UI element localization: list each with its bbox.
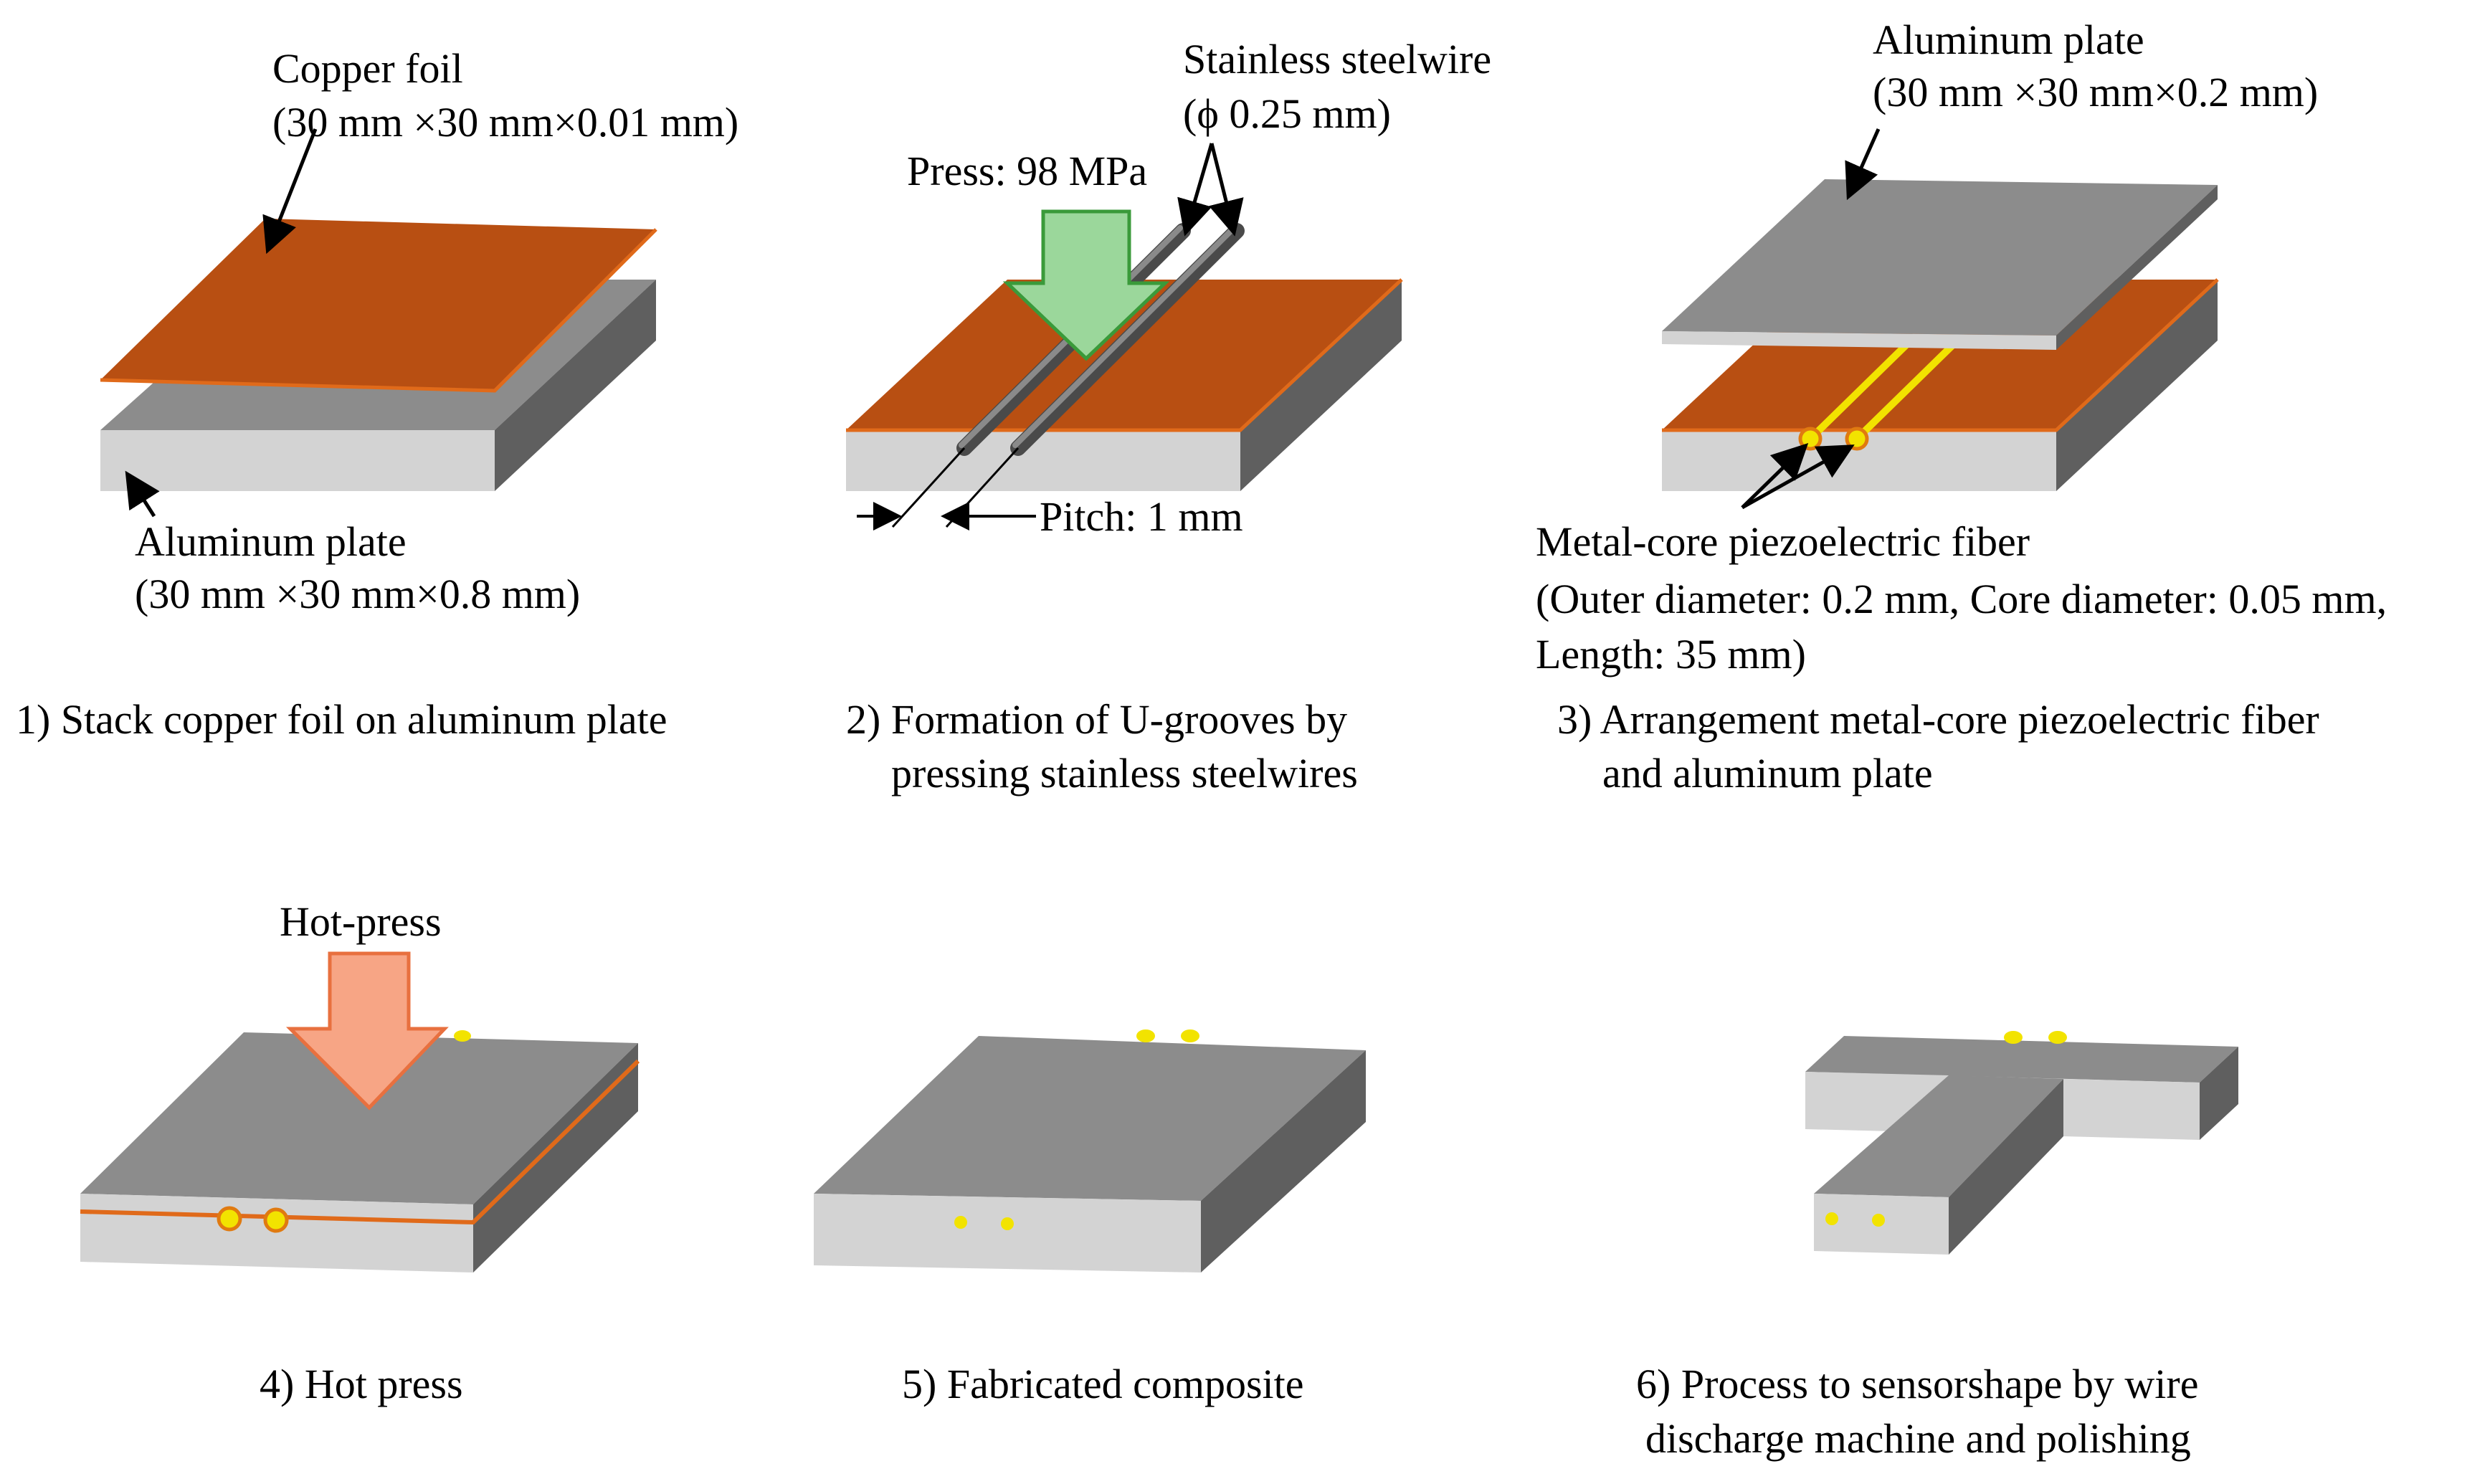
step1-alu-dims: (30 mm ×30 mm×0.8 mm): [135, 571, 580, 617]
step6-caption-line2: discharge machine and polishing: [1645, 1415, 2191, 1462]
step4-fiber-end-2: [263, 1207, 289, 1233]
step1-copper-arrow: [262, 128, 318, 255]
step1-copper-dims: (30 mm ×30 mm×0.01 mm): [272, 99, 738, 146]
step3-fiber-label: Metal-core piezoelectric fiber: [1536, 518, 2030, 565]
step3-fiber-arrow-1: [1741, 443, 1809, 509]
step2-wire-dims: (ϕ 0.25 mm): [1183, 90, 1391, 137]
step6-panel: 6) Process to sensorshape by wire discha…: [1636, 1031, 2238, 1462]
step3-bottom-plate: [1662, 280, 2218, 491]
step5-composite-block: [814, 1036, 1366, 1273]
step3-top-aluminum-plate: [1662, 179, 2218, 350]
step3-caption-line1: 3) Arrangement metal-core piezoelectric …: [1557, 696, 2319, 743]
step5-fiber-end-2: [1001, 1217, 1014, 1230]
step1-copper-foil: [100, 219, 657, 393]
step1-panel: Copper foil (30 mm ×30 mm×0.01 mm) Alumi…: [16, 45, 738, 743]
step6-fiber-top-2: [2048, 1031, 2067, 1044]
step4-hotpress-arrow: [285, 951, 449, 1110]
step2-wire-arrow-1: [1177, 143, 1214, 237]
step2-press-label: Press: 98 MPa: [907, 148, 1147, 194]
step2-press-arrow: [1002, 209, 1170, 361]
step6-fiber-top-1: [2004, 1031, 2023, 1044]
step2-pitch-leader-1: [891, 447, 966, 528]
step4-panel: Hot-press 4) Hot press: [80, 898, 640, 1407]
step3-panel: Aluminum plate (30 mm ×30 mm×0.2 mm) Met…: [1536, 16, 2387, 796]
step1-alu-label: Aluminum plate: [135, 518, 407, 565]
step1-copper-label: Copper foil: [272, 45, 463, 92]
step2-panel: Stainless steelwire (ϕ 0.25 mm) Press: 9…: [846, 36, 1491, 796]
step3-alu-dims: (30 mm ×30 mm×0.2 mm): [1873, 69, 2318, 115]
step2-pitch-label: Pitch: 1 mm: [1040, 493, 1243, 540]
step6-sensor-shape: [1805, 1036, 2238, 1255]
step5-fiber-top-1: [1136, 1029, 1155, 1042]
step1-alu-arrow: [125, 470, 160, 518]
step3-fiber-end-1: [1798, 427, 1823, 451]
step3-fiber-end-2: [1845, 427, 1869, 451]
step2-wire-arrow-2: [1209, 143, 1244, 237]
step4-hotpress-label: Hot-press: [280, 898, 442, 945]
step5-fiber-top-2: [1181, 1029, 1199, 1042]
step5-fiber-end-1: [954, 1216, 967, 1229]
step5-caption: 5) Fabricated composite: [902, 1361, 1304, 1407]
step3-fiber-arrow-2: [1741, 444, 1855, 510]
step4-caption: 4) Hot press: [260, 1361, 463, 1407]
step6-fiber-end-1: [1825, 1212, 1838, 1225]
step2-aluminum-plate: [846, 280, 1402, 491]
step4-fiber-end-1: [217, 1206, 242, 1232]
step4-composite-block: [80, 1032, 640, 1273]
step2-caption-line2: pressing stainless steelwires: [891, 750, 1358, 796]
step6-caption-line1: 6) Process to sensorshape by wire: [1636, 1361, 2198, 1407]
step2-wire-label: Stainless steelwire: [1183, 36, 1491, 82]
step4-fiber-top-2: [454, 1030, 471, 1042]
step3-fiber-dims-line2: Length: 35 mm): [1536, 631, 1806, 677]
step1-caption: 1) Stack copper foil on aluminum plate: [16, 696, 667, 743]
step6-fiber-end-2: [1872, 1214, 1885, 1227]
step5-panel: 5) Fabricated composite: [814, 1029, 1366, 1407]
step2-caption-line1: 2) Formation of U-grooves by: [846, 696, 1347, 743]
step3-fiber-dims-line1: (Outer diameter: 0.2 mm, Core diameter: …: [1536, 576, 2387, 622]
step3-alu-label: Aluminum plate: [1873, 16, 2144, 63]
step3-caption-line2: and aluminum plate: [1602, 750, 1933, 796]
step3-alu-arrow: [1845, 128, 1881, 201]
step3-fibers: [1798, 341, 1957, 451]
